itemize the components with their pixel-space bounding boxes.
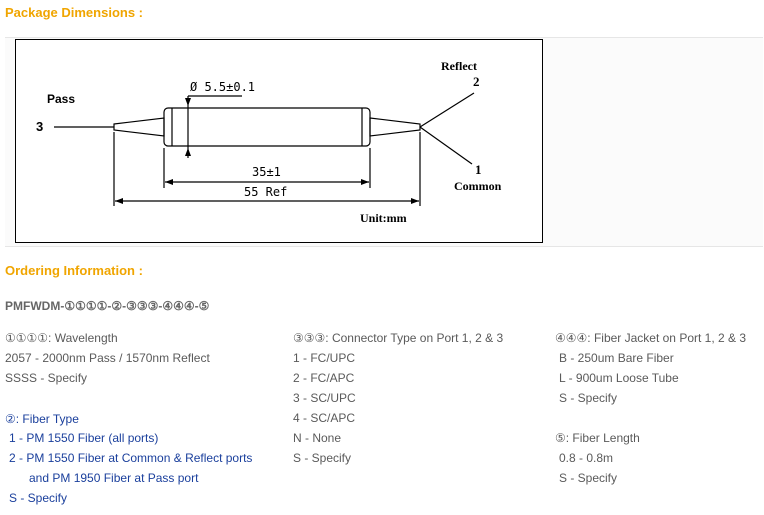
fiber-type-title: ②: Fiber Type <box>5 412 79 426</box>
connector-title: ③③③: Connector Type on Port 1, 2 & 3 <box>293 331 504 345</box>
dimension-drawing: Pass 3 Reflect 2 1 Common Ø 5.5±0.1 35±1… <box>15 39 543 243</box>
fiber-length-option: S - Specify <box>559 471 618 485</box>
jacket-option: B - 250um Bare Fiber <box>559 351 674 365</box>
common-fiber <box>419 126 473 165</box>
jacket-option: S - Specify <box>559 391 618 405</box>
main-body <box>163 107 371 147</box>
fiber-type-option-continued: and PM 1950 Fiber at Pass port <box>29 471 199 485</box>
drawing-svg <box>54 92 475 206</box>
jacket-option: L - 900um Loose Tube <box>559 371 679 385</box>
wavelength-option: SSSS - Specify <box>5 371 88 385</box>
part-number: PMFWDM-①①①①-②-③③③-④④④-⑤ <box>5 299 210 313</box>
overall-length-label: 55 Ref <box>244 185 288 199</box>
reflect-label: Reflect <box>441 59 477 73</box>
fiber-type-option: S - Specify <box>9 491 68 505</box>
pass-label: Pass <box>47 92 76 106</box>
port-1-label: 1 <box>475 162 482 177</box>
right-boot <box>369 117 421 137</box>
connector-option: 3 - SC/UPC <box>293 391 356 405</box>
diameter-label: Ø 5.5±0.1 <box>190 80 256 94</box>
fiber-length-title: ⑤: Fiber Length <box>555 431 640 445</box>
wavelength-option: 2057 - 2000nm Pass / 1570nm Reflect <box>5 351 210 365</box>
jacket-title: ④④④: Fiber Jacket on Port 1, 2 & 3 <box>555 331 747 345</box>
connector-option: S - Specify <box>293 451 352 465</box>
connector-option: N - None <box>293 431 342 445</box>
ordering-information-heading: Ordering Information : <box>5 263 143 278</box>
unit-label: Unit:mm <box>360 211 407 225</box>
port-3-label: 3 <box>36 119 44 134</box>
connector-option: 1 - FC/UPC <box>293 351 356 365</box>
left-boot <box>113 117 165 137</box>
body-length-label: 35±1 <box>252 165 281 179</box>
port-2-label: 2 <box>473 74 480 89</box>
connector-option: 4 - SC/APC <box>293 411 356 425</box>
reflect-fiber <box>419 92 475 128</box>
package-dimensions-heading: Package Dimensions : <box>5 5 143 20</box>
fiber-type-option: 1 - PM 1550 Fiber (all ports) <box>9 431 159 445</box>
fiber-type-option: 2 - PM 1550 Fiber at Common & Reflect po… <box>9 451 253 465</box>
fiber-length-option: 0.8 - 0.8m <box>559 451 614 465</box>
wavelength-title: ①①①①: Wavelength <box>5 331 118 345</box>
connector-option: 2 - FC/APC <box>293 371 355 385</box>
common-label: Common <box>454 179 502 193</box>
